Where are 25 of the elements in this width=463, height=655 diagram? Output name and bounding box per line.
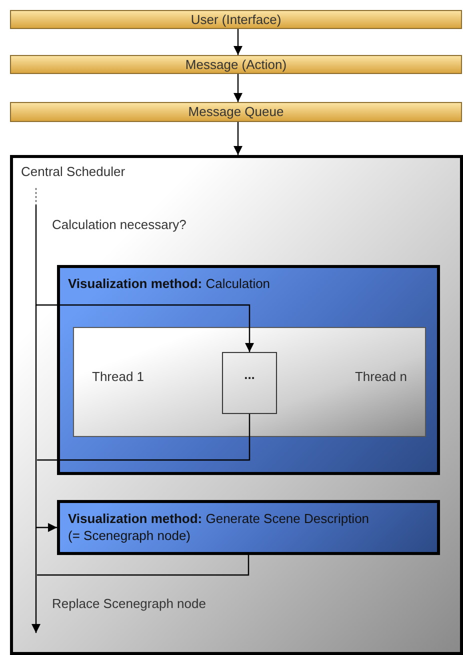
thread-box xyxy=(222,352,277,414)
ellipsis-label: ... xyxy=(243,367,256,382)
step-label: User (Interface) xyxy=(190,11,282,28)
flow-note: Calculation necessary? xyxy=(52,217,186,232)
arrow xyxy=(35,205,254,352)
thread-label: Thread 1 xyxy=(92,369,144,384)
arrow xyxy=(234,74,242,102)
method-title: Visualization method: Calculation xyxy=(68,275,272,292)
process-bar xyxy=(10,102,462,122)
thread-label: Thread n xyxy=(354,369,407,384)
process-bar xyxy=(10,55,462,74)
arrow xyxy=(32,526,250,634)
thread-area xyxy=(73,327,426,437)
arrow xyxy=(234,29,242,55)
flow-note: Replace Scenegraph node xyxy=(52,596,206,611)
step-label: Message Queue xyxy=(187,103,285,120)
arrow xyxy=(35,304,250,532)
method-box xyxy=(57,265,440,475)
method-box xyxy=(57,500,440,555)
scheduler-panel xyxy=(10,155,463,655)
process-bar xyxy=(10,10,462,29)
arrow xyxy=(234,122,242,155)
panel-title: Central Scheduler xyxy=(21,164,126,179)
step-label: Message (Action) xyxy=(184,56,288,73)
method-title: Visualization method: Generate Scene Description (= Scenegraph node) xyxy=(68,510,370,544)
